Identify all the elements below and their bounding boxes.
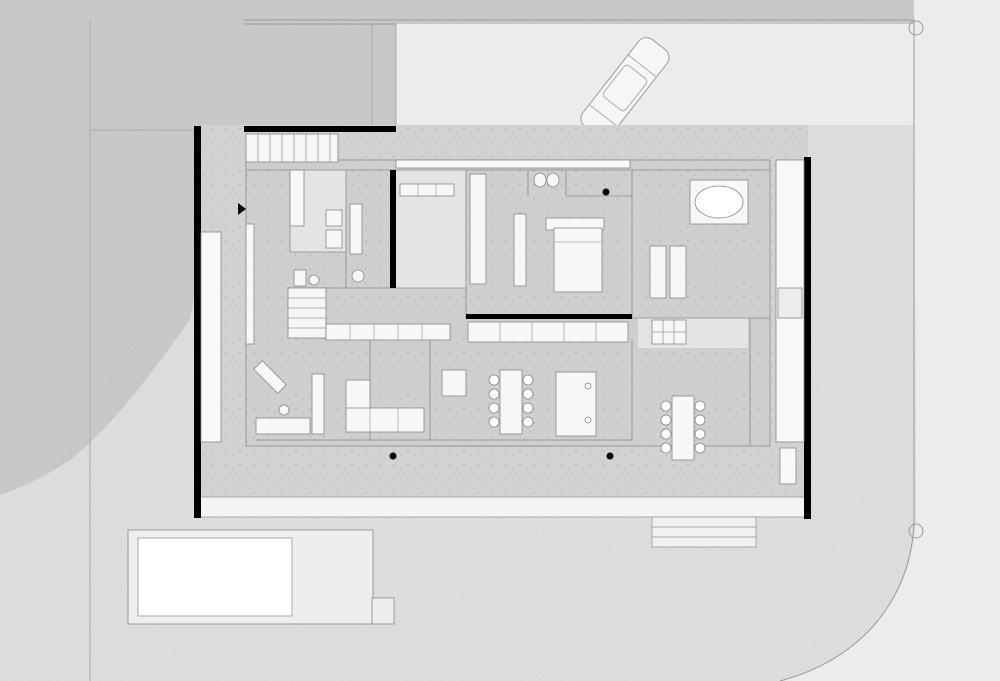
- tree-marker-icon: [908, 20, 924, 36]
- living-dining-furniture: [253, 360, 706, 461]
- column-dot-icon: [389, 188, 614, 460]
- bathroom-fixtures: [289, 169, 560, 287]
- stairs: [245, 133, 687, 345]
- bedroom-furniture: [545, 179, 749, 299]
- glazing: [200, 159, 805, 485]
- walls: [194, 126, 811, 519]
- kitchen-counter: [325, 321, 629, 343]
- pool: [127, 529, 395, 625]
- tree-marker-icon: [908, 523, 924, 539]
- entrance-arrow-icon: [238, 203, 246, 215]
